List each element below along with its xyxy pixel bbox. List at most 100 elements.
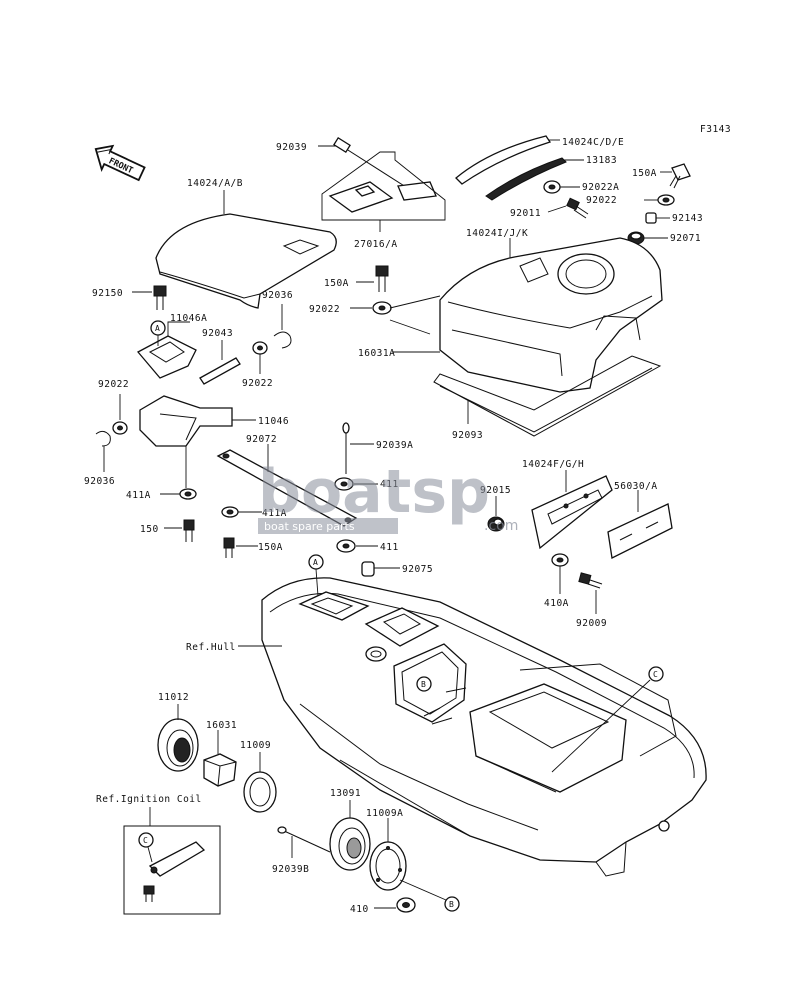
label-92022-mid-left: 92022 [242,378,273,389]
part-92143 [645,212,670,224]
part-56030a-decal [607,490,673,559]
part-411-washer-top [334,477,378,491]
part-27016a-group [321,151,446,232]
callout-a-left: A [150,320,166,346]
svg-text:A: A [155,324,160,333]
label-16031a: 16031A [358,348,395,359]
part-411a-washer-middle [221,506,262,518]
svg-text:B: B [421,680,426,689]
label-411-top: 411 [380,479,399,490]
label-92072: 92072 [246,434,277,445]
callout-b-bottom: B [444,896,460,912]
label-92036-left: 92036 [84,476,115,487]
part-150a-bolt-bottom [223,537,258,558]
label-refhull: Ref.Hull [186,642,236,653]
part-92009-screw [578,572,603,614]
svg-text:C: C [653,670,658,679]
label-11046: 11046 [258,416,289,427]
part-92036-clip-left [95,430,111,472]
label-92043: 92043 [202,328,233,339]
label-150a-middle: 150A [324,278,349,289]
part-16031 [203,730,237,787]
label-410: 410 [350,904,369,915]
part-92022a-washer [543,180,580,194]
label-150: 150 [140,524,159,535]
front-direction-arrow: FRONT [94,144,146,182]
part-92150-bolt [132,285,167,310]
part-92039-cable [318,137,437,201]
figure-code: F3143 [700,124,731,135]
part-92043-rod [199,340,241,385]
part-411-washer-bottom [336,539,378,553]
part-13091 [329,800,371,871]
callout-c-hull: C [551,666,664,773]
label-92022a: 92022A [582,182,619,193]
part-92039b-pin [277,826,331,858]
label-56030a: 56030/A [614,481,658,492]
part-150a-bolt-middle [356,265,389,292]
svg-text:A: A [313,558,318,567]
part-11046a-bracket [136,321,197,379]
label-411-bottom: 411 [380,542,399,553]
label-14024ab: 14024/A/B [187,178,243,189]
label-27016a: 27016/A [354,239,398,250]
hull-body [261,577,707,877]
label-92150: 92150 [92,288,123,299]
part-14024cde-strap [455,135,560,185]
callout-b-hull: B [416,676,432,692]
part-92011-bolt [547,197,589,219]
part-92022-washer-right [644,194,675,206]
part-92039a-pin [342,422,374,474]
part-92036-clip-top [273,304,292,349]
label-14024cde: 14024C/D/E [562,137,624,148]
label-92022-right: 92022 [586,195,617,206]
label-92015: 92015 [480,485,511,496]
part-150-bolt [164,519,195,542]
part-13183 [485,157,584,201]
part-11009 [243,752,277,813]
part-11009a [369,818,447,901]
callout-a-hull: A [308,554,324,597]
part-14024ijk-engine-cover [439,237,663,393]
ref-ignition-coil-box: C [123,807,221,915]
svg-text:B: B [449,900,454,909]
part-92015-grommet [487,496,505,532]
part-92093-gasket [433,355,662,437]
label-16031: 16031 [206,720,237,731]
label-92071: 92071 [670,233,701,244]
label-92093: 92093 [452,430,483,441]
label-92022-middle: 92022 [309,304,340,315]
label-11046a: 11046A [170,313,207,324]
part-11046-bracket [139,395,256,488]
part-411a-washer-left [160,488,197,500]
label-ref-ignition-coil: Ref.Ignition Coil [96,794,202,805]
label-13183: 13183 [586,155,617,166]
part-14024ab-seat-cover [155,190,337,309]
part-92022-washer-middle [350,295,441,335]
label-11009: 11009 [240,740,271,751]
label-92039b: 92039B [272,864,309,875]
label-11009a: 11009A [366,808,403,819]
label-411a-left: 411A [126,490,151,501]
part-92075-cap [361,561,400,577]
label-92039a: 92039A [376,440,413,451]
label-92039-top: 92039 [276,142,307,153]
label-92075: 92075 [402,564,433,575]
label-14024fgh: 14024F/G/H [522,459,584,470]
label-11012: 11012 [158,692,189,703]
part-92022-washer-left [112,394,128,435]
part-410a-washer [551,553,569,594]
label-92036-top: 92036 [262,290,293,301]
label-150a-bottom: 150A [258,542,283,553]
label-410a: 410A [544,598,569,609]
label-14024ijk: 14024I/J/K [466,228,528,239]
label-13091: 13091 [330,788,361,799]
part-14024fgh-plate [531,470,613,550]
label-92011: 92011 [510,208,541,219]
label-411a-middle: 411A [262,508,287,519]
part-150a-bolt-right [660,163,691,189]
label-150a-right: 150A [632,168,657,179]
label-92143: 92143 [672,213,703,224]
part-92022-washer-mid-left [252,341,268,374]
